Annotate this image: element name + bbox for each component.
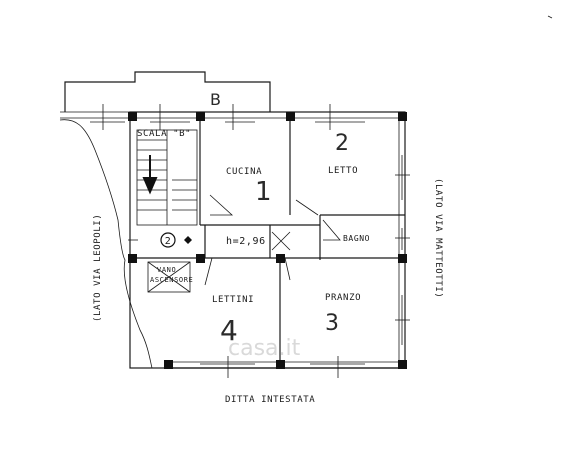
level-marker-number: 2: [165, 236, 172, 247]
door-pranzo: [284, 257, 291, 281]
label-height: h=2,96: [226, 236, 266, 247]
label-lato-via-leopoli: (LATO VIA LEOPOLI): [93, 214, 103, 322]
watermark-text: casa.it: [228, 336, 301, 361]
door-lettini: [204, 257, 213, 286]
elevator: [147, 261, 191, 293]
label-vano: VANO: [157, 266, 176, 274]
room-number-lettini: 4: [220, 314, 238, 347]
stair-arrow-icon: [142, 155, 158, 195]
stair-steps: [137, 130, 197, 225]
label-bagno: BAGNO: [343, 234, 370, 243]
diamond-icon: [184, 236, 192, 244]
label-pranzo: PRANZO: [325, 293, 361, 303]
level-marker-icon: [160, 232, 176, 248]
corner-mark: [547, 15, 553, 19]
label-ascensore: ASCENSORE: [150, 276, 193, 284]
windows: [90, 104, 410, 378]
door-corridor: [271, 231, 291, 251]
door-bagno: [322, 219, 341, 241]
pillars: [128, 112, 407, 369]
label-letto: LETTO: [328, 166, 358, 176]
room-number-pranzo: 3: [325, 311, 339, 336]
elevator-cross-2: [147, 261, 191, 293]
room-number-cucina: 1: [255, 177, 272, 207]
label-scala: SCALA "B": [137, 129, 191, 139]
label-block-b: B: [210, 90, 221, 109]
site-boundary: [59, 119, 170, 369]
label-cucina: CUCINA: [226, 167, 262, 177]
room-number-letto: 2: [335, 131, 349, 156]
label-lettini: LETTINI: [212, 295, 254, 305]
label-ditta-intestata: DITTA INTESTATA: [225, 395, 315, 405]
door-letto: [295, 199, 319, 216]
top-bump: [64, 71, 271, 112]
door-cucina: [209, 194, 234, 216]
label-lato-via-matteotti: (LATO VIA MATTEOTTI): [433, 178, 443, 298]
